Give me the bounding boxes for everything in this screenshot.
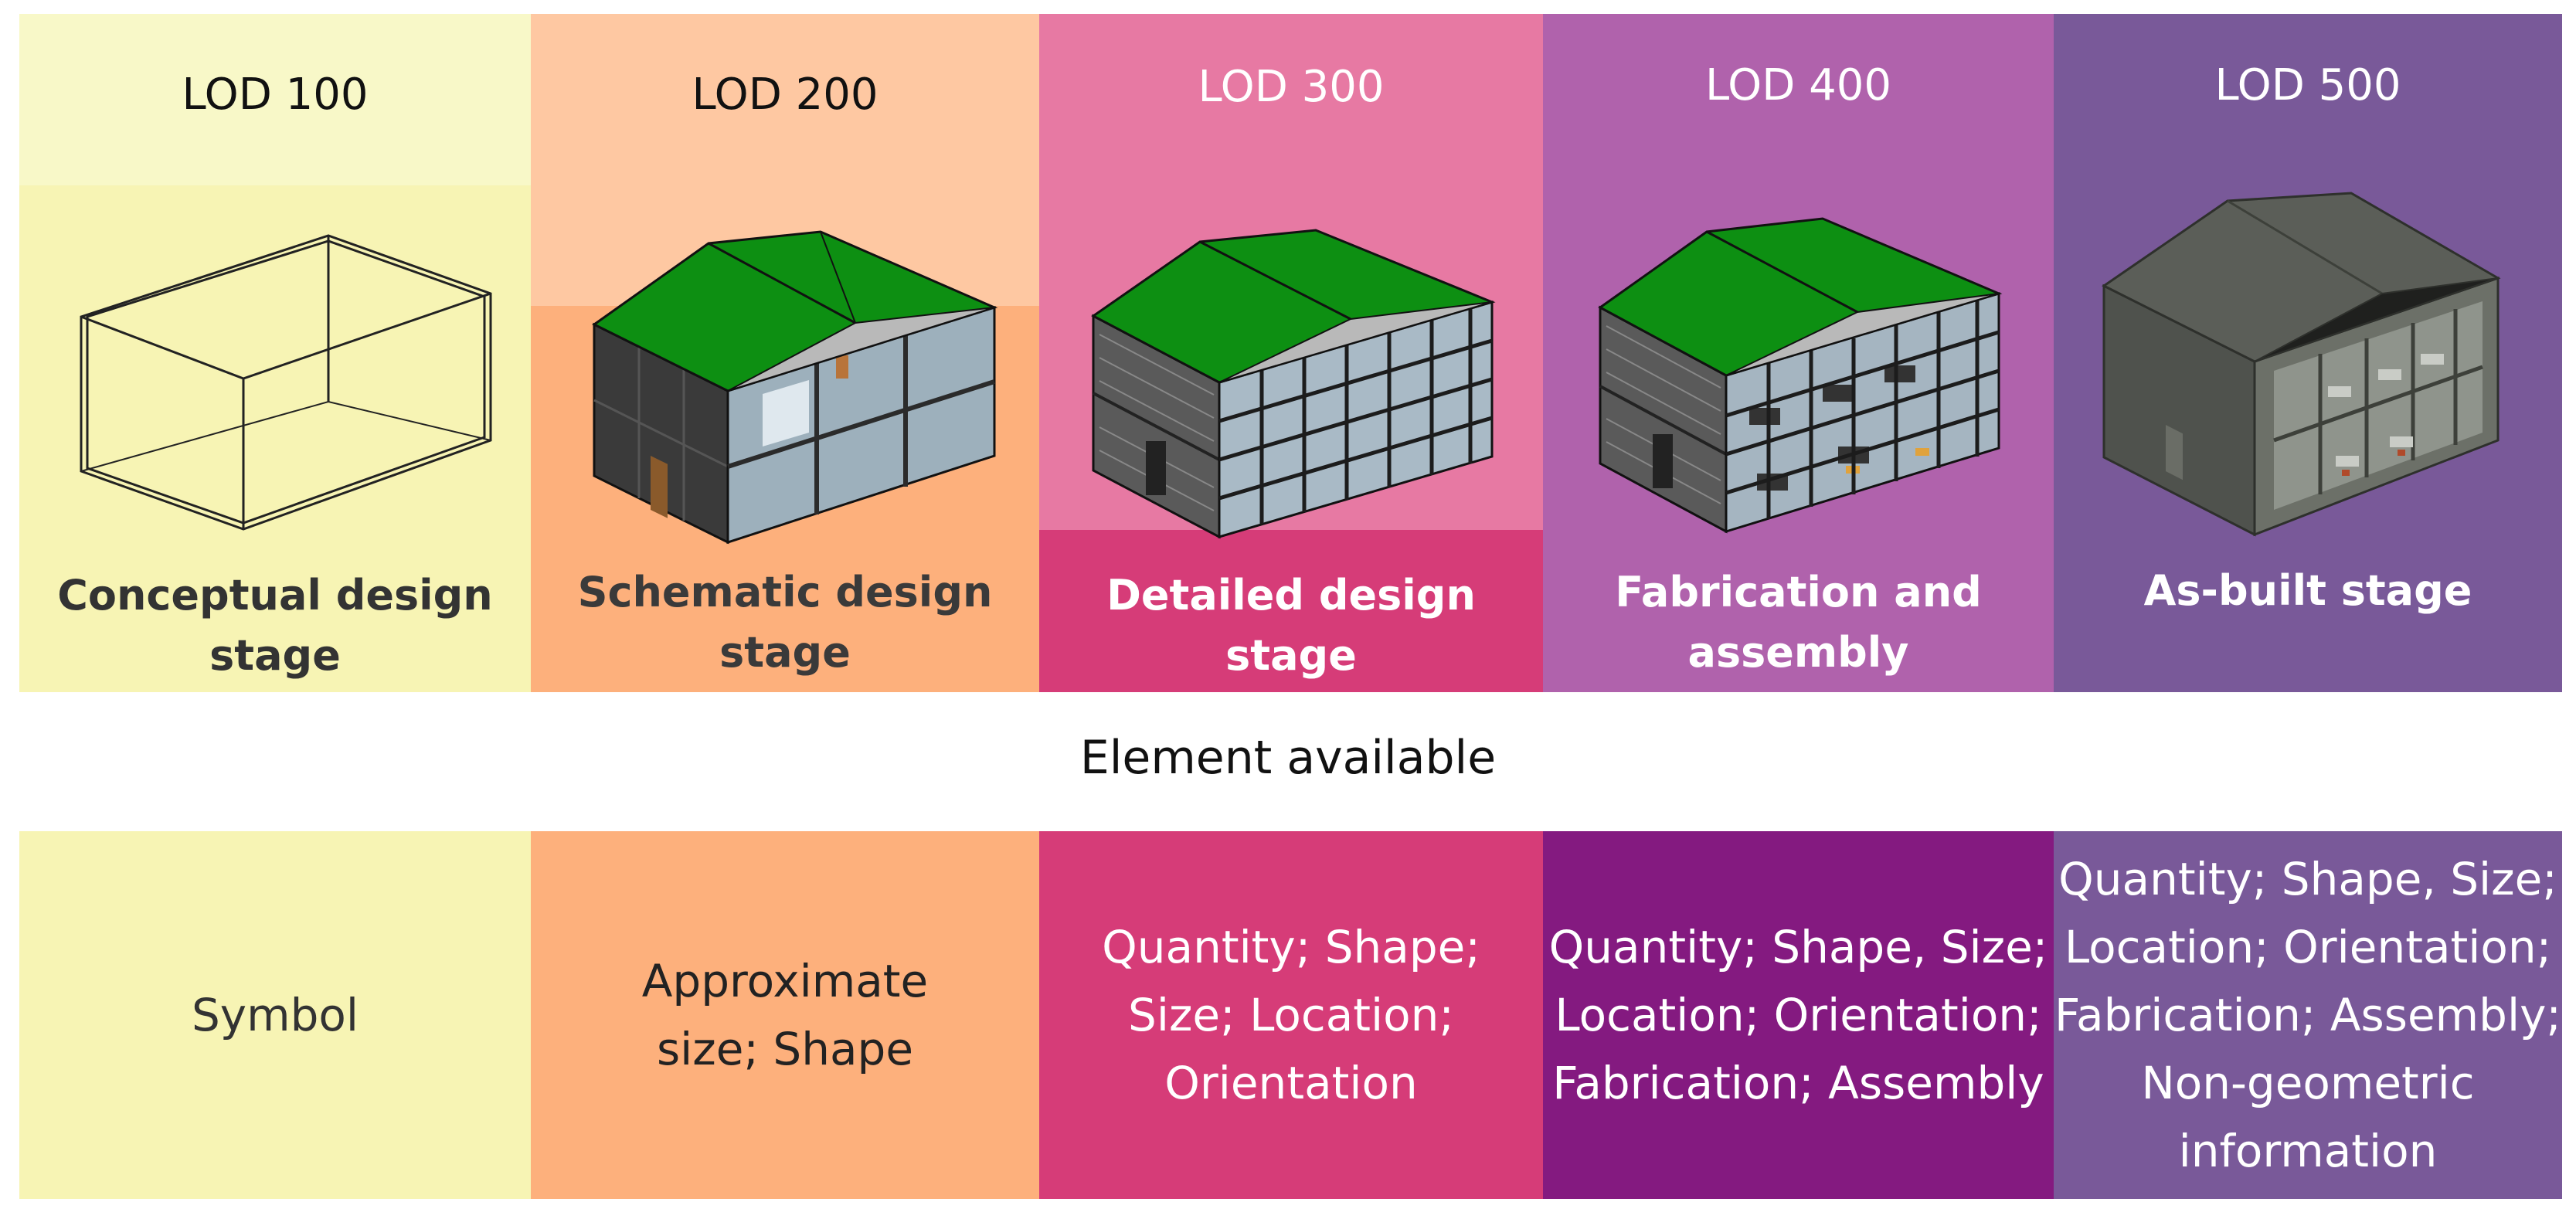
house-model-icon: [1091, 229, 1496, 539]
column-lod-300: LOD 300 Detailed design stage: [1039, 14, 1543, 692]
elements-text: Quantity; Shape, Size; Location; Orienta…: [1548, 921, 2048, 1109]
elements-text: Symbol: [191, 989, 359, 1041]
house-model-icon: [592, 230, 998, 545]
house-model-icon: [1598, 217, 2003, 534]
elements-lod-100: Symbol: [19, 831, 531, 1199]
elements-lod-200: Approximate size; Shape: [531, 831, 1039, 1199]
lod-title: LOD 200: [692, 70, 878, 120]
lod-title: LOD 100: [182, 70, 369, 120]
stage-label: As-built stage: [2143, 566, 2472, 615]
elements-text: Quantity; Shape; Size; Location; Orienta…: [1102, 921, 1480, 1109]
stage-label: Detailed design stage: [1106, 571, 1476, 680]
column-lod-500: LOD 500 As-built stage: [2054, 14, 2562, 692]
wireframe-box-icon: [80, 234, 492, 531]
elements-lod-500: Quantity; Shape, Size; Location; Orienta…: [2054, 831, 2562, 1199]
stage-label: Fabrication and assembly stage: [1615, 568, 1982, 692]
elements-lod-400: Quantity; Shape, Size; Location; Orienta…: [1543, 831, 2054, 1199]
stage-label: Schematic design stage: [577, 568, 993, 677]
elements-text: Approximate size; Shape: [641, 955, 929, 1075]
column-lod-100: LOD 100 Conceptual design stage: [19, 14, 531, 692]
lod-title: LOD 400: [1704, 60, 1892, 110]
house-model-icon: [2102, 192, 2501, 537]
elements-text: Quantity; Shape, Size; Location; Orienta…: [2054, 853, 2561, 1177]
column-lod-400: LOD 400 Fabrication and assembly stage: [1543, 14, 2054, 692]
lod-title: LOD 500: [2214, 60, 2401, 110]
elements-lod-300: Quantity; Shape; Size; Location; Orienta…: [1039, 831, 1543, 1199]
header-band: [19, 14, 531, 185]
element-available-label: Element available: [1079, 731, 1497, 785]
stage-label: Conceptual design stage: [57, 571, 493, 680]
lod-title: LOD 300: [1198, 62, 1385, 112]
column-lod-200: LOD 200 Schematic design stage: [531, 14, 1039, 692]
